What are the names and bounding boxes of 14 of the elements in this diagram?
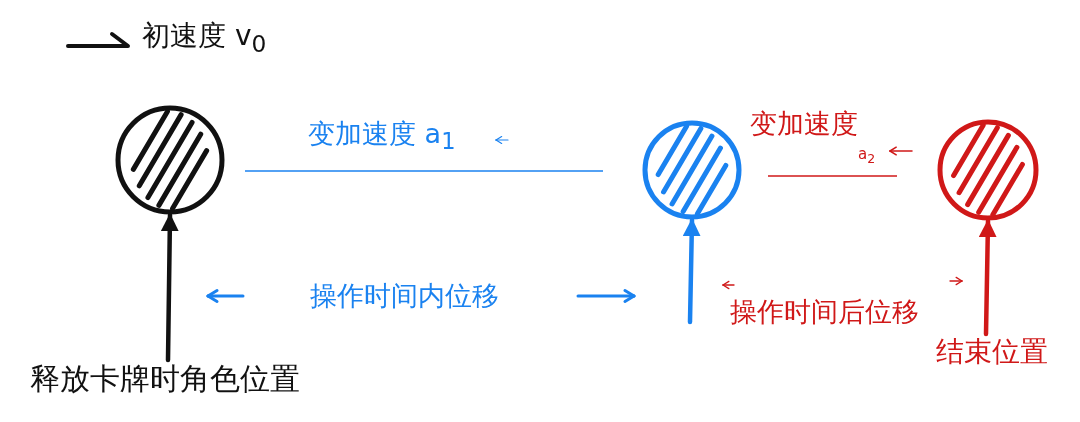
position-label: 结束位置 xyxy=(936,336,1048,369)
legend-label: 初速度 v$_{0}$ xyxy=(142,20,267,58)
annotation-label: 操作时间后位移 xyxy=(730,296,919,328)
annotation-label: 变加速度 a$_{1}$ xyxy=(308,118,456,156)
arrow xyxy=(160,212,179,363)
position-label: 释放卡牌时角色位置 xyxy=(30,362,300,397)
annotation-label: a$_{2}$ xyxy=(858,146,876,167)
annotation-label: 变加速度 xyxy=(750,108,858,140)
arrow xyxy=(682,217,701,325)
arrow xyxy=(978,218,997,337)
hatched-circle xyxy=(115,105,225,215)
hatched-circle xyxy=(642,120,742,220)
hatched-circle xyxy=(937,119,1039,221)
annotation-label: 操作时间内位移 xyxy=(310,280,499,312)
